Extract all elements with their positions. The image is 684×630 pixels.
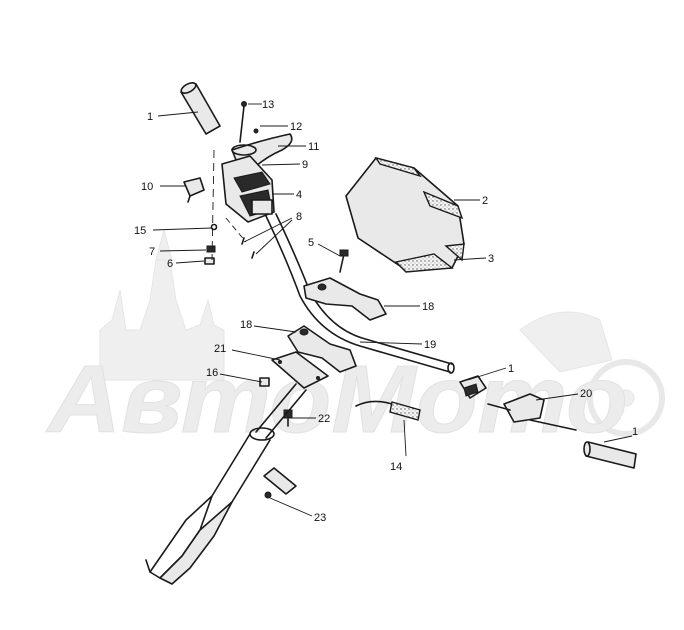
- part-bolt-6: [339, 249, 349, 273]
- callout-14: 13: [262, 99, 274, 111]
- callout-18-lower: 18: [240, 319, 252, 331]
- part-clip-8: [206, 245, 216, 253]
- part-bolt-22: [283, 409, 293, 427]
- callout-20: 20: [580, 388, 592, 400]
- part-steering-column: [145, 383, 307, 585]
- callouts: 1 13 12 11 9 10 4 8 15 7 6 2 3 5 18 18: [134, 99, 638, 524]
- callout-10: 9: [302, 159, 308, 171]
- watermark: АвтоМото: [45, 228, 665, 454]
- callout-5: 4: [296, 189, 302, 201]
- callout-23: 23: [314, 512, 326, 524]
- part-grip-right: [583, 441, 637, 469]
- callout-6: 5: [308, 237, 314, 249]
- callout-12: 11: [308, 141, 319, 153]
- part-screws-9: [241, 237, 255, 259]
- assembly-guide-lines: [211, 149, 247, 261]
- part-spring: [355, 400, 421, 421]
- part-switch: [183, 177, 205, 203]
- part-throttle-housing: [221, 155, 275, 223]
- callout-21: 21: [214, 343, 226, 355]
- part-headlight-cover: [345, 156, 465, 273]
- callout-3: 2: [482, 195, 488, 207]
- callout-15: 14: [390, 461, 402, 473]
- callout-13: 12: [290, 121, 302, 133]
- callout-4: 3: [488, 253, 494, 265]
- part-brake-lever: [487, 393, 577, 431]
- part-nut-7: [204, 257, 215, 265]
- part-lower-clamp: [287, 325, 357, 373]
- callout-18-upper: 18: [422, 301, 434, 313]
- part-switch-block: [459, 375, 487, 399]
- callout-1-right: 1: [632, 426, 638, 438]
- callout-11: 10: [141, 181, 153, 193]
- part-grip-left: [180, 82, 221, 135]
- part-mounting-plate: [271, 351, 329, 389]
- callout-8: 7: [149, 246, 155, 258]
- callout-17: 16: [206, 367, 218, 379]
- part-pin-13: [253, 128, 259, 134]
- callout-16: 15: [134, 225, 146, 237]
- callout-22: 22: [318, 413, 330, 425]
- part-pin-14: [239, 101, 247, 143]
- callout-2: 1: [508, 363, 514, 375]
- watermark-motorcycle-silhouette: [519, 311, 665, 437]
- watermark-castle-silhouette: [99, 228, 225, 381]
- callout-7: 6: [167, 258, 173, 270]
- callout-9: 8: [296, 211, 302, 223]
- part-upper-clamp: [303, 277, 387, 321]
- part-pin-23: [263, 467, 297, 499]
- callout-1-left: 1: [147, 111, 153, 123]
- part-washer-16: [210, 223, 218, 231]
- callout-19: 19: [424, 339, 436, 351]
